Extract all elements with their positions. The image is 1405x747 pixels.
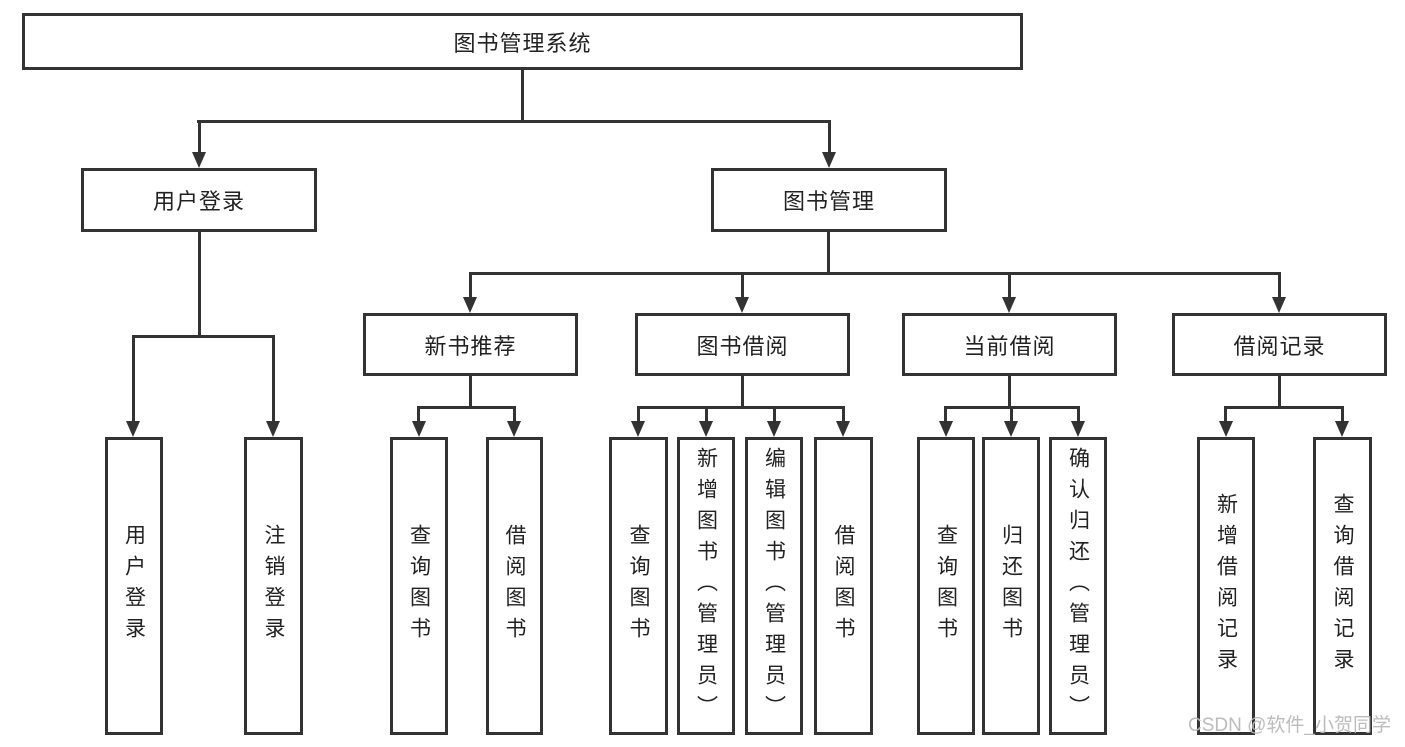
- connector-user-login-crossbar: [132, 335, 275, 338]
- node-book-borrowing-label: 图书借阅: [696, 333, 789, 359]
- arrowhead-bb-query: [631, 421, 645, 437]
- connector-root-to-book-mgmt: [828, 120, 831, 154]
- leaf-borrow-add-books-admin: 新增图书（管理员）: [677, 437, 735, 735]
- connector-to-records: [1278, 272, 1281, 300]
- leaf-records-add-record: 新增借阅记录: [1197, 437, 1255, 735]
- arrowhead-user-login: [192, 152, 206, 168]
- leaf-newbooks-query-books-label: 查询图书: [407, 524, 431, 648]
- leaf-current-return-books: 归还图书: [982, 437, 1040, 735]
- connector-to-borrow: [741, 272, 744, 300]
- arrowhead-nb-query: [412, 421, 426, 437]
- node-current-borrowing: 当前借阅: [902, 313, 1117, 376]
- node-book-management-label: 图书管理: [782, 189, 875, 214]
- connector-to-bb-add: [705, 406, 708, 423]
- leaf-borrow-edit-books-admin: 编辑图书（管理员）: [745, 437, 803, 735]
- leaf-newbooks-query-books: 查询图书: [390, 437, 448, 735]
- arrowhead-cb-query: [939, 421, 953, 437]
- leaf-user-login: 用户登录: [105, 437, 163, 735]
- connector-current-stem: [1008, 376, 1011, 406]
- connector-to-rec-add: [1224, 406, 1227, 423]
- arrowhead-cb-return: [1004, 421, 1018, 437]
- arrowhead-bb-add: [699, 421, 713, 437]
- leaf-borrow-query-books: 查询图书: [609, 437, 668, 735]
- connector-book-mgmt-crossbar: [469, 272, 1281, 275]
- node-new-book-recommend-label: 新书推荐: [424, 333, 517, 359]
- leaf-user-login-label: 用户登录: [122, 524, 146, 648]
- arrowhead-book-mgmt: [822, 152, 836, 168]
- leaf-logout-label: 注销登录: [262, 524, 285, 648]
- node-new-book-recommend: 新书推荐: [363, 313, 578, 376]
- connector-to-cb-confirm: [1077, 406, 1080, 423]
- connector-root-crossbar: [197, 120, 831, 123]
- leaf-borrow-borrow-books: 借阅图书: [814, 437, 873, 735]
- arrowhead-records: [1272, 297, 1286, 313]
- connector-to-login-leaf: [132, 335, 135, 423]
- node-book-management: 图书管理: [711, 168, 947, 232]
- connector-book-mgmt-stem: [827, 232, 830, 272]
- arrowhead-borrow: [735, 297, 749, 313]
- arrowhead-rec-add: [1219, 421, 1233, 437]
- connector-user-login-stem: [198, 232, 201, 335]
- leaf-current-confirm-return-admin: 确认归还（管理员）: [1049, 437, 1107, 735]
- connector-to-bb-borrow: [842, 406, 845, 423]
- arrowhead-new-books: [463, 297, 477, 313]
- leaf-logout: 注销登录: [244, 437, 303, 735]
- connector-to-new-books: [469, 272, 472, 300]
- node-root-library-management-system: 图书管理系统: [22, 13, 1023, 70]
- connector-to-logout-leaf: [272, 335, 275, 423]
- connector-to-cb-query: [944, 406, 947, 423]
- csdn-watermark: CSDN @软件_小贺同学: [1188, 715, 1391, 736]
- connector-records-crossbar: [1224, 406, 1344, 409]
- connector-to-bb-query: [637, 406, 640, 423]
- connector-new-books-crossbar: [417, 406, 516, 409]
- leaf-current-confirm-return-admin-label: 确认归还（管理员）: [1066, 446, 1090, 726]
- arrowhead-current: [1002, 297, 1016, 313]
- node-borrowing-records: 借阅记录: [1172, 313, 1387, 376]
- leaf-records-query-record: 查询借阅记录: [1313, 437, 1372, 735]
- arrowhead-bb-edit: [767, 421, 781, 437]
- connector-to-cb-return: [1010, 406, 1013, 423]
- node-user-login-label: 用户登录: [152, 189, 245, 214]
- leaf-newbooks-borrow-books: 借阅图书: [486, 437, 543, 735]
- connector-borrow-crossbar: [637, 406, 845, 409]
- arrowhead-cb-confirm: [1071, 421, 1085, 437]
- leaf-current-query-books: 查询图书: [917, 437, 975, 735]
- connector-root-stem: [521, 70, 524, 120]
- leaf-records-add-record-label: 新增借阅记录: [1214, 493, 1238, 679]
- node-current-borrowing-label: 当前借阅: [963, 333, 1056, 359]
- connector-to-rec-query: [1341, 406, 1344, 423]
- node-root-label: 图书管理系统: [453, 30, 592, 56]
- connector-borrow-stem: [741, 376, 744, 406]
- leaf-newbooks-borrow-books-label: 借阅图书: [503, 524, 526, 648]
- leaf-borrow-query-books-label: 查询图书: [627, 524, 650, 648]
- connector-to-nb-borrow: [513, 406, 516, 423]
- node-book-borrowing: 图书借阅: [635, 313, 850, 376]
- node-user-login: 用户登录: [81, 168, 317, 232]
- connector-records-stem: [1278, 376, 1281, 406]
- leaf-records-query-record-label: 查询借阅记录: [1331, 493, 1354, 679]
- connector-to-nb-query: [417, 406, 420, 423]
- leaf-current-query-books-label: 查询图书: [934, 524, 958, 648]
- arrowhead-logout-leaf: [266, 421, 280, 437]
- arrowhead-nb-borrow: [507, 421, 521, 437]
- leaf-borrow-add-books-admin-label: 新增图书（管理员）: [694, 446, 718, 726]
- node-borrowing-records-label: 借阅记录: [1233, 333, 1326, 359]
- connector-to-bb-edit: [773, 406, 776, 423]
- arrowhead-login-leaf: [126, 421, 140, 437]
- leaf-current-return-books-label: 归还图书: [999, 524, 1023, 648]
- arrowhead-bb-borrow: [836, 421, 850, 437]
- leaf-borrow-edit-books-admin-label: 编辑图书（管理员）: [762, 446, 786, 726]
- connector-to-current: [1008, 272, 1011, 300]
- arrowhead-rec-query: [1335, 421, 1349, 437]
- connector-root-to-user-login: [198, 120, 201, 154]
- connector-new-books-stem: [469, 376, 472, 406]
- leaf-borrow-borrow-books-label: 借阅图书: [832, 524, 855, 648]
